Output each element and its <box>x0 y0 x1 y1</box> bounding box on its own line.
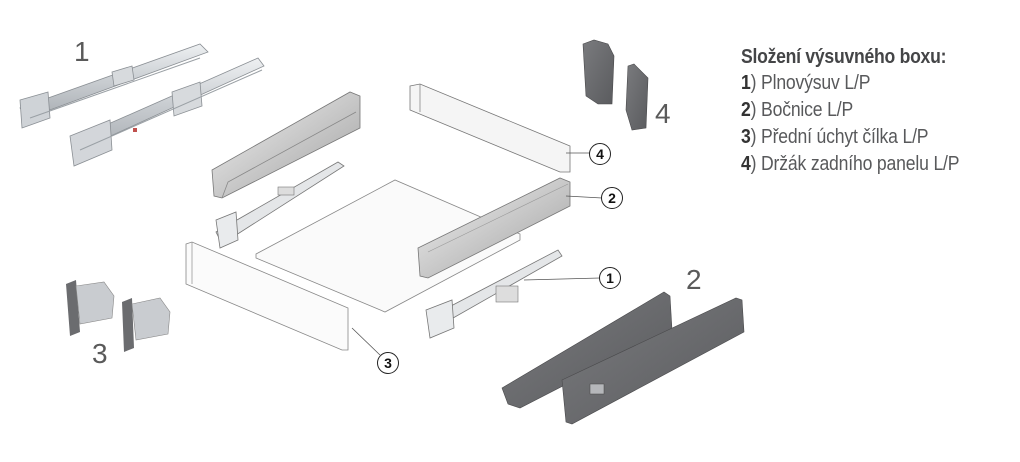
leader-line-1 <box>523 277 601 281</box>
front-panel-part <box>185 241 349 351</box>
legend-title: Složení výsuvného boxu: <box>741 46 947 68</box>
part-number-back-holders: 4 <box>655 98 671 129</box>
parts-legend: Složení výsuvného boxu: 1) Plnovýsuv L/P… <box>741 44 989 178</box>
bottom-board-part <box>255 179 521 313</box>
runner-left-part <box>19 43 209 129</box>
part-number-side-panels: 2 <box>686 264 702 295</box>
leader-line-2 <box>565 195 603 199</box>
leader-line-3 <box>351 327 381 356</box>
left-side-panel-part <box>211 91 361 199</box>
front-bracket-parts <box>66 280 171 352</box>
legend-item-runner: 1) Plnovýsuv L/P <box>741 72 871 94</box>
runner-right-part <box>69 57 265 167</box>
callout-back-holder: 4 <box>589 143 611 165</box>
legend-item-back-holder: 4) Držák zadního panelu L/P <box>741 153 960 175</box>
right-assembly-runner-part <box>425 249 563 339</box>
legend-item-front-bracket: 3) Přední úchyt čílka L/P <box>741 126 929 148</box>
back-panel-part <box>409 83 571 173</box>
part-number-runners: 1 <box>74 36 90 67</box>
callout-front-bracket: 3 <box>377 352 399 374</box>
anthracite-side-panel-parts <box>501 291 745 425</box>
callout-side-panel: 2 <box>601 187 623 209</box>
back-holder-parts <box>582 39 649 131</box>
callout-runner: 1 <box>599 267 621 289</box>
left-assembly-runner-part <box>215 161 345 249</box>
legend-item-side-panel: 2) Bočnice L/P <box>741 99 854 121</box>
part-number-front-brackets: 3 <box>92 338 108 369</box>
right-side-panel-part <box>417 177 571 279</box>
